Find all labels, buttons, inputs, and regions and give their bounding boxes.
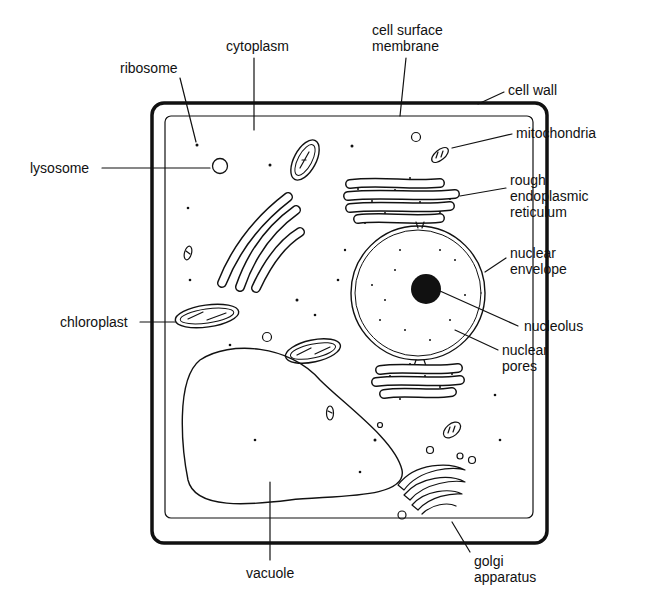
part-label: nuclear pores xyxy=(502,342,574,374)
part-label: lysosome xyxy=(30,160,89,176)
part-label: chloroplast xyxy=(60,314,128,330)
chloroplast xyxy=(174,135,343,367)
part-label: nucleolus xyxy=(524,318,583,334)
part-label: golgi apparatus xyxy=(474,553,554,585)
part-label: mitochondria xyxy=(516,125,596,141)
endoplasmic-tubes xyxy=(222,197,300,288)
part-label: vacuole xyxy=(246,565,294,581)
leader-line xyxy=(102,58,518,560)
mitochondrion xyxy=(183,145,464,441)
part-label: cell wall xyxy=(508,82,557,98)
golgi-apparatus xyxy=(398,457,476,520)
lysosome xyxy=(213,159,228,174)
vacuole xyxy=(182,348,402,503)
part-label: nuclear envelope xyxy=(510,245,582,277)
nucleolus xyxy=(411,274,441,304)
nuclear-envelope xyxy=(351,226,485,360)
part-label: cell surface membrane xyxy=(372,22,492,54)
vesicle xyxy=(263,133,464,460)
ribosome-dots xyxy=(187,144,517,474)
cell-membrane xyxy=(165,116,533,518)
rough-er xyxy=(376,360,460,394)
part-label: rough endoplasmic reticulum xyxy=(510,172,610,220)
cell-wall xyxy=(152,103,547,543)
part-label: ribosome xyxy=(120,60,178,76)
nuclear-envelope xyxy=(355,230,481,356)
part-label: cytoplasm xyxy=(226,38,289,54)
rough-er xyxy=(348,183,455,228)
